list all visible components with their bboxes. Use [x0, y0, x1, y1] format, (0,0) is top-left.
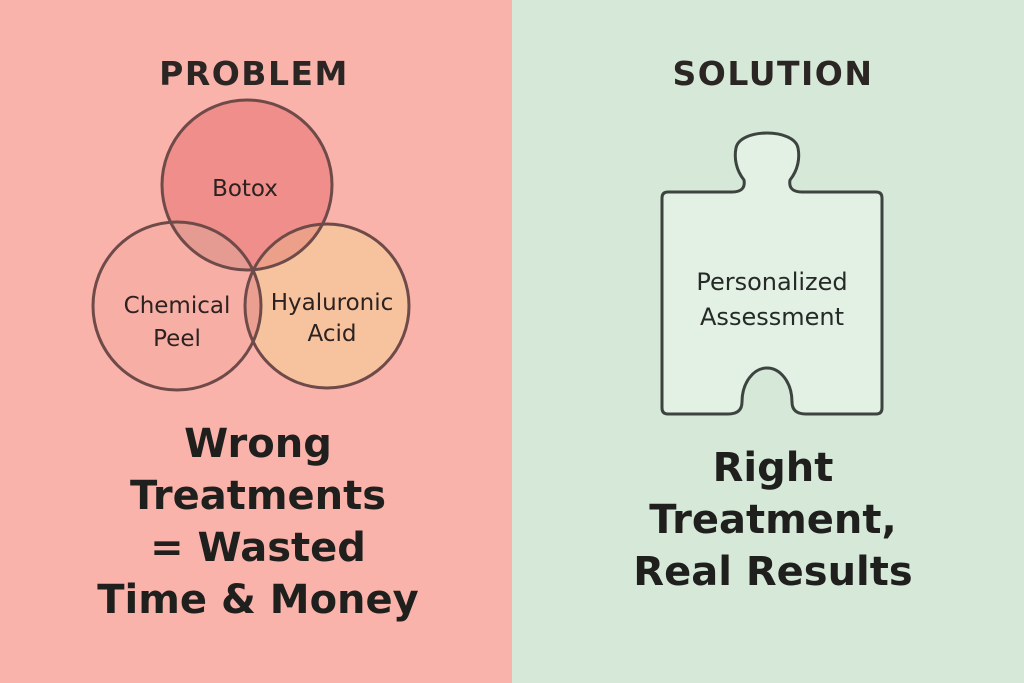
- solution-caption-line: Treatment,: [649, 497, 897, 543]
- problem-caption-line: Treatments: [129, 473, 387, 519]
- hyaluronic-acid-circle: [245, 224, 409, 388]
- solution-caption-line: Right: [712, 445, 834, 491]
- problem-caption-line: = Wasted: [150, 525, 366, 571]
- chemical-peel-label-line1: Chemical: [124, 293, 231, 319]
- hyaluronic-acid-label-line2: Acid: [308, 321, 357, 347]
- problem-panel: PROBLEM Botox Chemical Peel Hyaluronic A…: [0, 0, 512, 683]
- personalized-assessment-label-line1: Personalized: [696, 268, 847, 296]
- problem-caption: Wrong Treatments = Wasted Time & Money: [2, 418, 514, 626]
- solution-caption-line: Real Results: [633, 549, 913, 595]
- puzzle-piece-icon: [660, 131, 884, 416]
- personalized-assessment-label-line2: Assessment: [700, 303, 844, 331]
- solution-panel: SOLUTION Personalized Assessment Right T…: [512, 0, 1024, 683]
- chemical-peel-label-line2: Peel: [153, 326, 201, 352]
- solution-caption: Right Treatment, Real Results: [517, 442, 1024, 598]
- solution-heading: SOLUTION: [672, 54, 874, 93]
- problem-caption-line: Time & Money: [97, 577, 419, 623]
- puzzle-piece-figure: Personalized Assessment: [660, 131, 884, 416]
- botox-label: Botox: [212, 176, 278, 202]
- venn-outlines: [91, 98, 411, 392]
- problem-caption-line: Wrong: [184, 421, 332, 467]
- treatment-venn-diagram: Botox Chemical Peel Hyaluronic Acid: [91, 98, 411, 392]
- hyaluronic-acid-label-line1: Hyaluronic: [271, 290, 394, 316]
- problem-heading: PROBLEM: [159, 54, 349, 93]
